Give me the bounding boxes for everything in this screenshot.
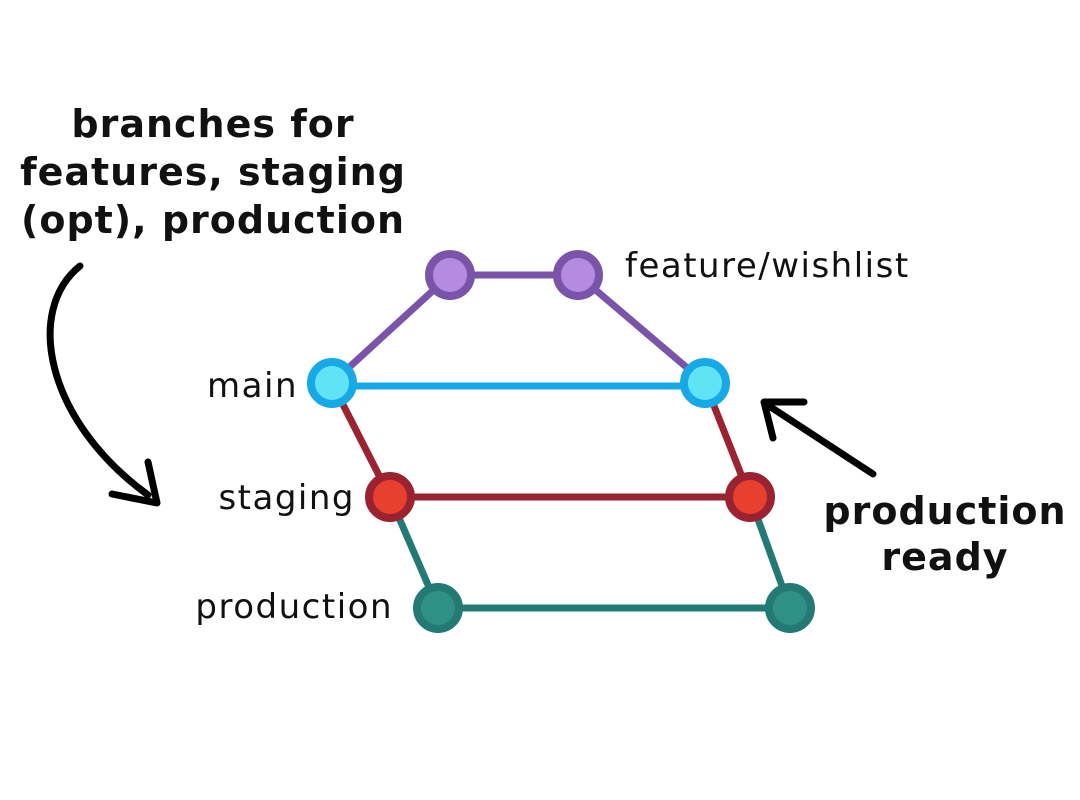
straight-arrow-icon [760,398,877,478]
staging-commit-2 [725,472,775,522]
main-to-feature-connector [328,271,454,387]
main-commit-1 [307,358,357,408]
feature-branch-label: feature/wishlist [625,246,910,286]
main-commit-2 [680,358,730,408]
staging-commit-1 [365,472,415,522]
main-branch-label: main [207,366,298,406]
feature-commit-2 [553,250,603,300]
production-commit-2 [765,583,815,633]
feature-commit-1 [425,250,475,300]
staging-branch-label: staging [218,478,355,518]
curved-arrow-icon [46,262,161,507]
ready-note-line-2: ready [881,535,1008,579]
annotation-line-3: (opt), production [21,198,405,242]
branch-lines [328,271,794,612]
annotation-line-1: branches for [71,102,354,146]
production-branch-label: production [195,587,393,627]
annotation-line-2: features, staging [20,150,406,194]
branch-connectors [328,271,794,612]
production-commit-1 [413,583,463,633]
ready-note-line-1: production [823,489,1066,533]
commit-nodes [307,250,815,633]
feature-to-main-connector [574,271,709,387]
